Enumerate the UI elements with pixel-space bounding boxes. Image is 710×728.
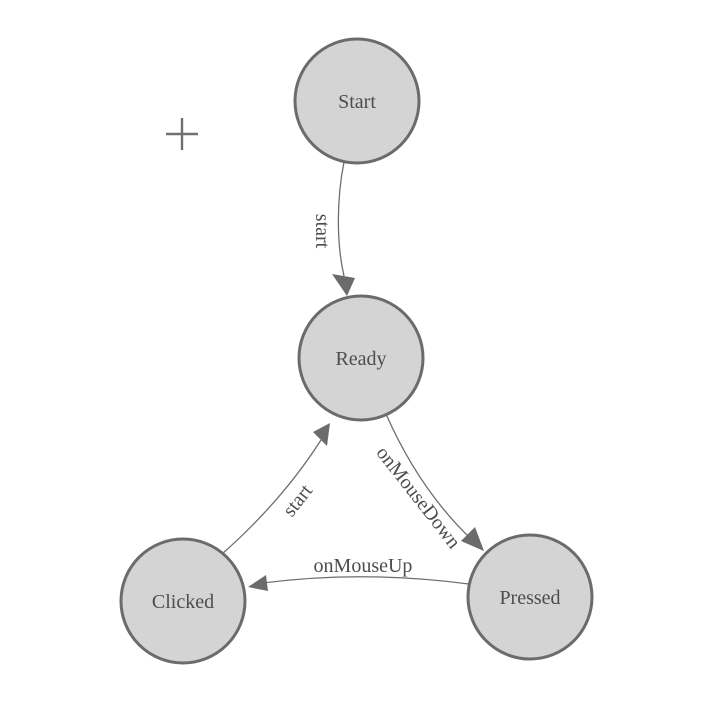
arrowhead-icon (461, 527, 484, 551)
edge-line-clicked-to-ready[interactable] (221, 439, 322, 555)
arrowhead-icon (313, 423, 330, 446)
node-clicked-label: Clicked (152, 591, 214, 613)
arrowhead-icon (332, 274, 355, 296)
node-ready-label: Ready (335, 348, 386, 370)
edge-label-pressed-to-clicked[interactable]: onMouseUp (314, 555, 413, 577)
node-pressed[interactable]: Pressed (466, 533, 594, 661)
edge-line-ready-to-pressed[interactable] (385, 413, 472, 540)
node-pressed-circle[interactable] (466, 533, 594, 661)
edge-ready-to-pressed[interactable]: onMouseDown (372, 413, 484, 553)
edge-pressed-to-clicked[interactable]: onMouseUp (248, 555, 470, 591)
edge-clicked-to-ready[interactable]: start (221, 423, 330, 555)
edge-line-start-to-ready[interactable] (337, 161, 345, 277)
edge-label-start-to-ready[interactable]: start (311, 214, 333, 249)
arrowhead-icon (248, 575, 268, 591)
crosshair-plus-icon (166, 118, 198, 150)
node-start-circle[interactable] (293, 37, 421, 165)
edge-line-pressed-to-clicked[interactable] (262, 576, 470, 585)
edge-label-ready-to-pressed[interactable]: onMouseDown (372, 442, 465, 553)
node-clicked[interactable]: Clicked (119, 537, 247, 665)
edge-start-to-ready[interactable]: start (311, 161, 355, 296)
edge-label-clicked-to-ready[interactable]: start (279, 480, 318, 521)
node-pressed-label: Pressed (499, 587, 560, 609)
node-ready-circle[interactable] (297, 294, 425, 422)
node-start-label: Start (338, 91, 376, 113)
node-clicked-circle[interactable] (119, 537, 247, 665)
node-start[interactable]: Start (293, 37, 421, 165)
node-ready[interactable]: Ready (297, 294, 425, 422)
